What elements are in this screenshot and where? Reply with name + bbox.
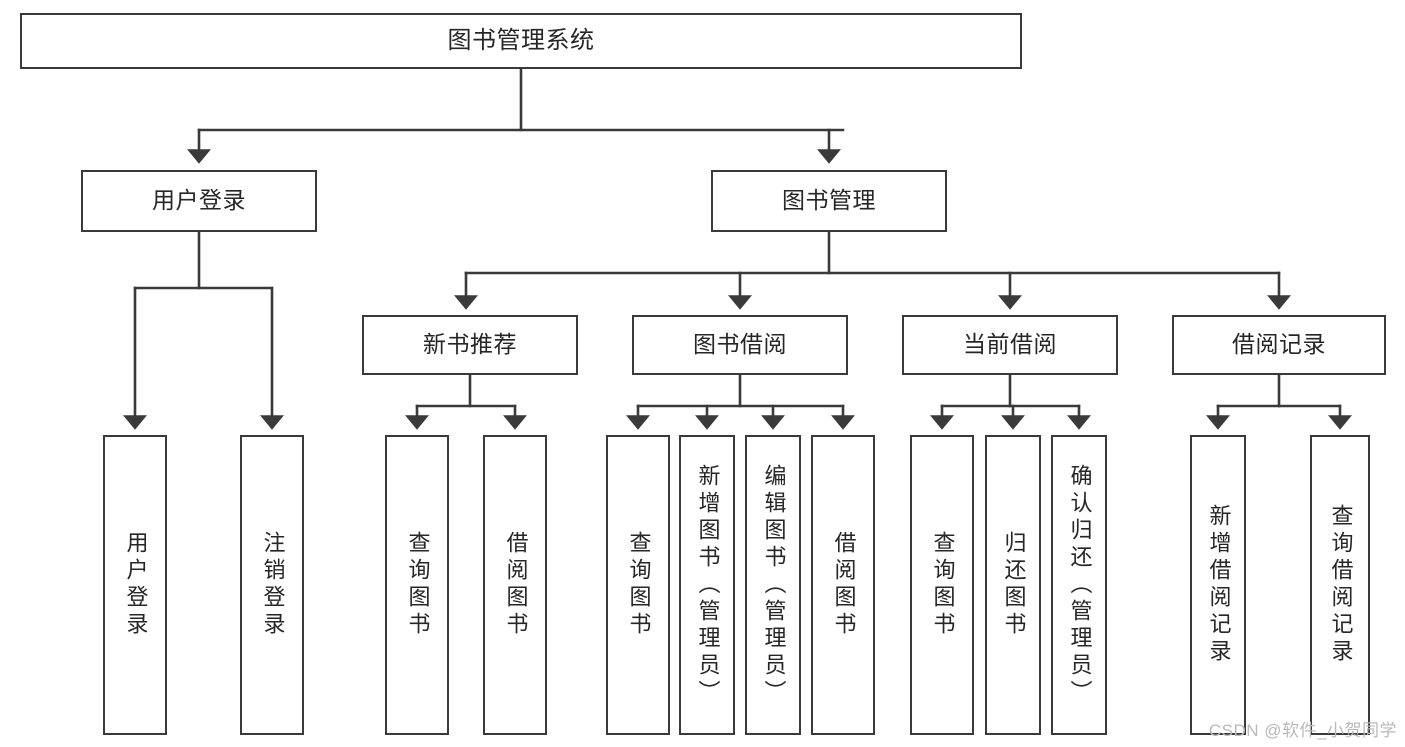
node-root-system[interactable]: 图书管理系统 — [20, 13, 1022, 69]
node-label: 查询图书 — [626, 531, 652, 639]
node-label: 图书管理 — [782, 187, 876, 214]
node-new-book-recommend[interactable]: 新书推荐 — [362, 315, 578, 375]
leaf-query-book-current[interactable]: 查询图书 — [910, 435, 974, 735]
leaf-add-book-admin[interactable]: 新增图书（管理员） — [679, 435, 735, 735]
node-label: 查询借阅记录 — [1328, 504, 1354, 666]
node-label: 当前借阅 — [963, 331, 1057, 358]
node-label: 新书推荐 — [423, 331, 517, 358]
leaf-borrow-book[interactable]: 借阅图书 — [811, 435, 875, 735]
node-borrow-record[interactable]: 借阅记录 — [1172, 315, 1386, 375]
leaf-query-book-recommend[interactable]: 查询图书 — [385, 435, 449, 735]
node-label: 查询图书 — [930, 531, 956, 639]
leaf-return-book[interactable]: 归还图书 — [985, 435, 1041, 735]
leaf-borrow-book-recommend[interactable]: 借阅图书 — [483, 435, 547, 735]
node-label: 用户登录 — [152, 187, 246, 214]
leaf-logout[interactable]: 注销登录 — [240, 435, 304, 735]
node-label: 注销登录 — [260, 531, 286, 639]
leaf-add-borrow-record[interactable]: 新增借阅记录 — [1190, 435, 1246, 735]
node-current-borrow[interactable]: 当前借阅 — [902, 315, 1118, 375]
node-label: 查询图书 — [405, 531, 431, 639]
node-book-borrow[interactable]: 图书借阅 — [632, 315, 848, 375]
node-label: 新增图书（管理员） — [695, 463, 721, 707]
leaf-query-book-borrow[interactable]: 查询图书 — [606, 435, 670, 735]
node-label: 图书管理系统 — [447, 26, 595, 54]
leaf-user-login[interactable]: 用户登录 — [103, 435, 167, 735]
csdn-watermark: CSDN @软件_小贺同学 — [1208, 721, 1397, 740]
node-label: 新增借阅记录 — [1206, 504, 1232, 666]
node-label: 借阅图书 — [503, 531, 529, 639]
node-label: 用户登录 — [123, 531, 149, 639]
node-label: 确认归还（管理员） — [1067, 463, 1093, 707]
node-book-management[interactable]: 图书管理 — [711, 170, 947, 232]
node-label: 归还图书 — [1001, 531, 1027, 639]
node-user-login[interactable]: 用户登录 — [81, 170, 317, 232]
leaf-edit-book-admin[interactable]: 编辑图书（管理员） — [745, 435, 801, 735]
node-label: 编辑图书（管理员） — [761, 463, 787, 707]
node-label: 借阅图书 — [831, 531, 857, 639]
node-label: 图书借阅 — [693, 331, 787, 358]
leaf-confirm-return-admin[interactable]: 确认归还（管理员） — [1051, 435, 1107, 735]
node-label: 借阅记录 — [1232, 331, 1326, 358]
leaf-query-borrow-record[interactable]: 查询借阅记录 — [1310, 435, 1370, 735]
